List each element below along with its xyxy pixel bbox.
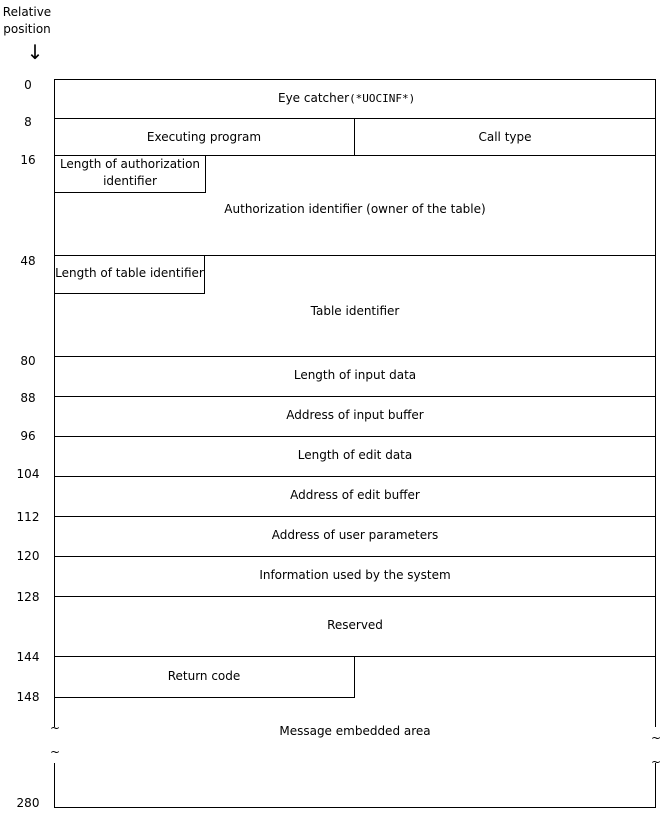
frame-left-line-lower (54, 763, 55, 807)
row-line-144 (54, 656, 656, 657)
executing-program-label: Executing program (146, 130, 262, 144)
row-line-48 (54, 255, 656, 256)
row-line-96 (54, 436, 656, 437)
break-mark-left-bottom: ~ (50, 745, 61, 759)
eye-catcher-value: (*UOCINF*) (349, 92, 416, 105)
down-arrow-icon: ↓ (26, 40, 44, 64)
offset-80: 80 (20, 354, 36, 368)
table-identifier-label: Table identifier (310, 304, 400, 318)
row-line-8 (54, 118, 656, 119)
offset-0: 0 (24, 78, 32, 92)
offset-144: 144 (16, 650, 40, 664)
offset-128: 128 (16, 590, 40, 604)
frame-bottom-line (54, 807, 656, 808)
divider-exec-call (354, 118, 355, 155)
row-line-120 (54, 556, 656, 557)
auth-length-box (54, 155, 206, 193)
offset-112: 112 (16, 510, 40, 524)
break-mark-right-bottom: ~ (651, 755, 662, 769)
input-buffer-label: Address of input buffer (286, 408, 424, 422)
offset-104: 104 (16, 467, 40, 481)
edit-buffer-label: Address of edit buffer (290, 488, 420, 502)
system-info-label: Information used by the system (259, 568, 451, 582)
frame-right-line-upper (655, 79, 656, 727)
auth-length-label-line2: identifier (103, 174, 157, 188)
offset-280: 280 (16, 796, 40, 810)
eye-catcher-text: Eye catcher (278, 91, 350, 105)
auth-length-label-line1: Length of authorization (59, 157, 201, 171)
offset-88: 88 (20, 391, 36, 405)
user-params-label: Address of user parameters (271, 528, 439, 542)
row-line-104 (54, 476, 656, 477)
row-line-16 (54, 155, 656, 156)
auth-identifier-label: Authorization identifier (owner of the t… (224, 202, 486, 216)
input-length-label: Length of input data (293, 368, 417, 382)
relative-label: Relative (2, 5, 52, 19)
offset-120: 120 (16, 549, 40, 563)
frame-top-line (54, 79, 656, 80)
frame-left-line-upper (54, 79, 55, 727)
table-length-box (54, 255, 205, 294)
row-line-80 (54, 356, 656, 357)
offset-96: 96 (20, 429, 36, 443)
eye-catcher-label: Eye catcher(*UOCINF*) (278, 91, 415, 106)
call-type-label: Call type (478, 130, 532, 144)
row-line-88 (54, 396, 656, 397)
offset-48: 48 (20, 254, 36, 268)
offset-16: 16 (20, 153, 36, 167)
break-mark-right-top: ~ (651, 731, 662, 745)
divider-return-code (354, 656, 355, 697)
message-area-label: Message embedded area (279, 724, 431, 738)
edit-length-label: Length of edit data (297, 448, 413, 462)
reserved-label: Reserved (327, 618, 383, 632)
frame-right-line-lower (655, 763, 656, 807)
row-line-128 (54, 596, 656, 597)
offset-148: 148 (16, 690, 40, 704)
position-label: position (3, 22, 51, 36)
table-length-label: Length of table identifier (55, 266, 204, 280)
break-mark-left-top: ~ (50, 721, 61, 735)
offset-8: 8 (24, 115, 32, 129)
row-line-148 (54, 697, 355, 698)
return-code-label: Return code (167, 669, 241, 683)
row-line-112 (54, 516, 656, 517)
